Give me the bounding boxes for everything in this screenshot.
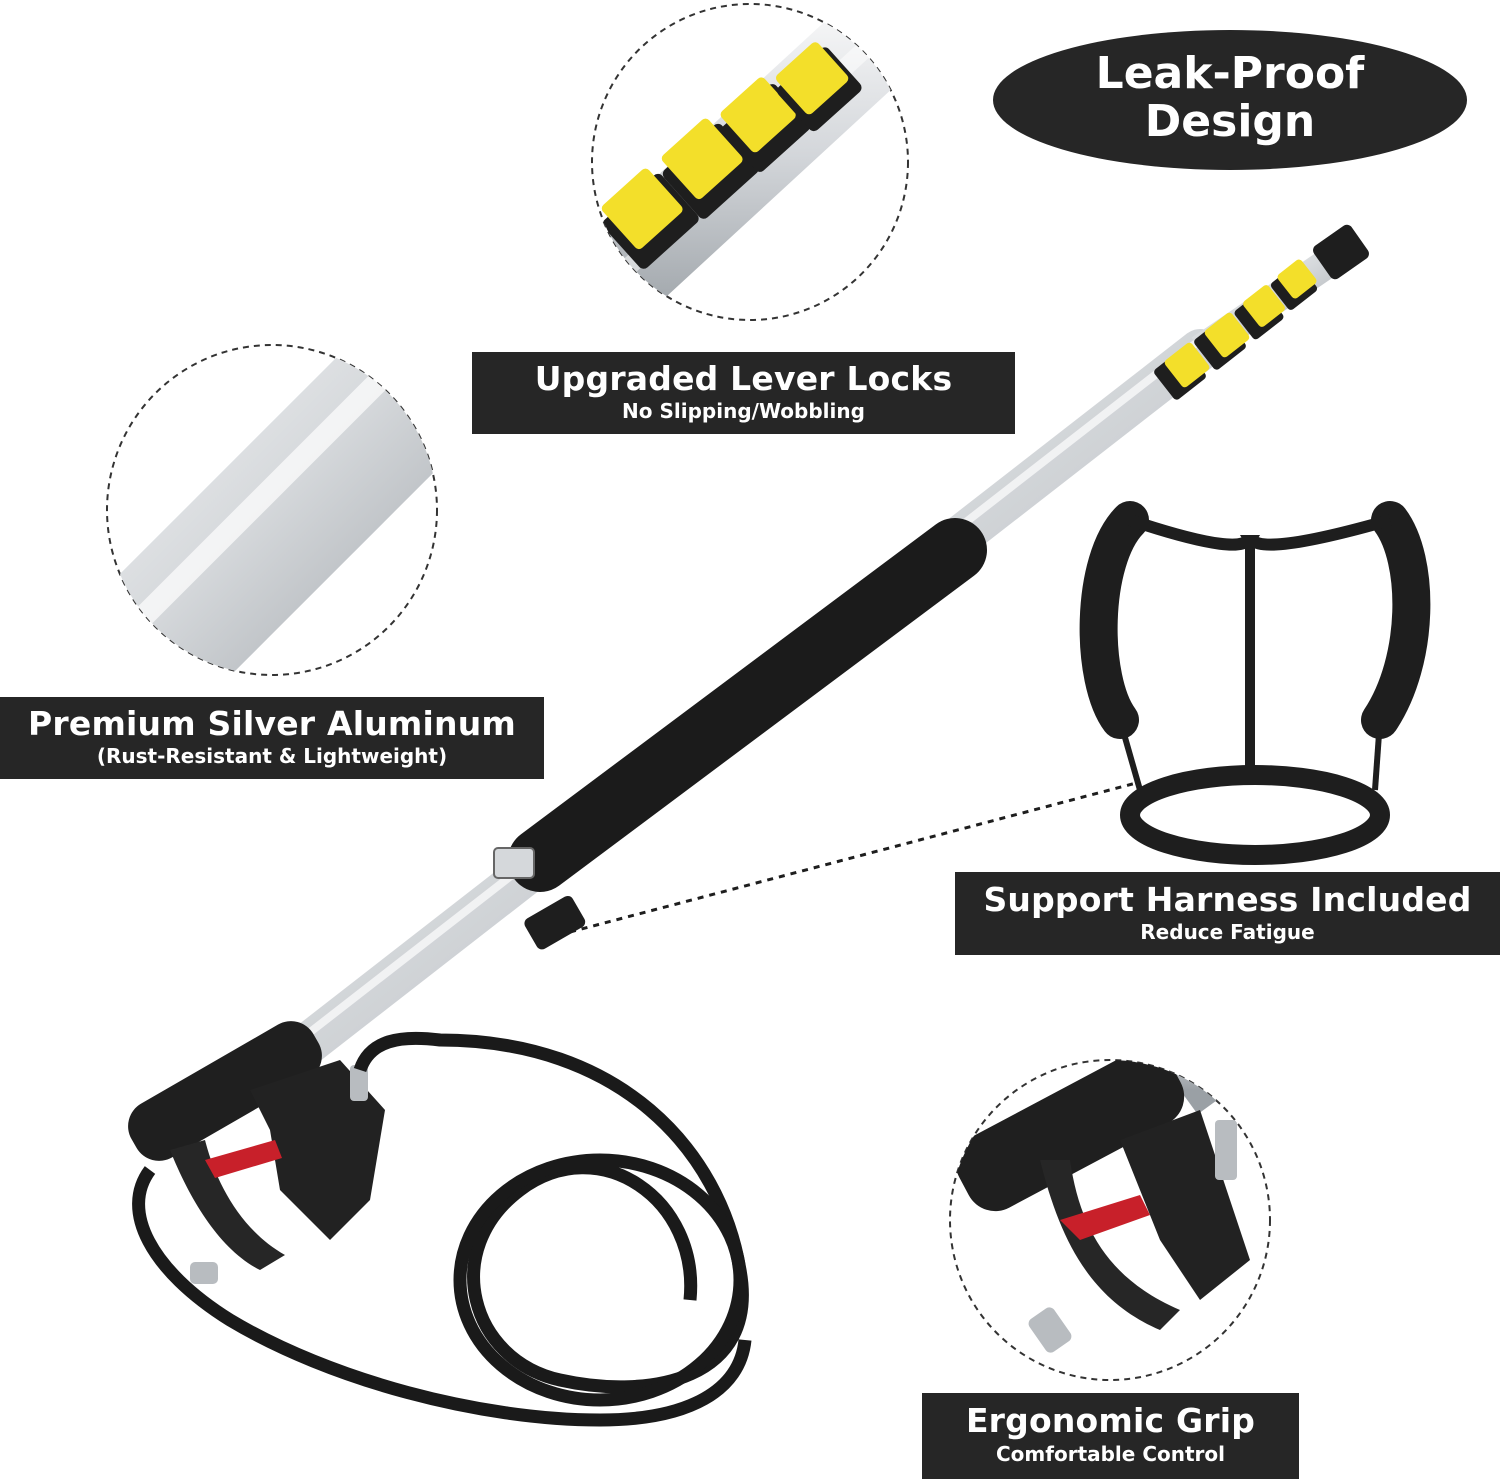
harness-title: Support Harness Included <box>983 880 1472 919</box>
aluminum-title: Premium Silver Aluminum <box>28 704 516 743</box>
wand-lever-locks <box>1154 259 1318 400</box>
lever-locks-subtitle: No Slipping/Wobbling <box>622 399 865 423</box>
harness-callout: Support Harness Included Reduce Fatigue <box>955 872 1500 955</box>
aluminum-callout: Premium Silver Aluminum (Rust-Resistant … <box>0 697 544 779</box>
zoom-circle-grip <box>949 1059 1271 1381</box>
grip-subtitle: Comfortable Control <box>996 1442 1225 1466</box>
telescoping-wand <box>279 224 1369 1071</box>
support-harness <box>1079 501 1431 865</box>
leak-proof-badge: Leak-Proof Design <box>993 30 1467 170</box>
pressure-hose <box>132 1031 752 1427</box>
zoomed-lever-lock-1 <box>601 168 699 269</box>
zoomed-lever-lock-3 <box>720 77 811 172</box>
badge-line-2: Design <box>1144 96 1316 147</box>
lever-locks-callout: Upgraded Lever Locks No Slipping/Wobblin… <box>472 352 1015 434</box>
zoomed-lever-lock-4 <box>775 42 862 132</box>
grip-title: Ergonomic Grip <box>965 1401 1256 1440</box>
zoom-circle-lever-locks <box>591 3 909 321</box>
zoomed-lever-lock-2 <box>661 118 759 219</box>
quick-connect-nozzle <box>1313 224 1369 280</box>
harness-hook <box>524 895 586 950</box>
trigger-gun <box>128 1021 385 1284</box>
badge-line-1: Leak-Proof <box>1095 48 1365 99</box>
harness-clip <box>493 847 535 879</box>
harness-subtitle: Reduce Fatigue <box>1140 920 1315 944</box>
grip-callout: Ergonomic Grip Comfortable Control <box>922 1393 1299 1479</box>
harness-leader-line <box>569 780 1141 934</box>
lever-locks-title: Upgraded Lever Locks <box>534 359 953 398</box>
foam-sleeve <box>508 518 987 892</box>
zoom-circle-aluminum <box>106 344 438 676</box>
aluminum-subtitle: (Rust-Resistant & Lightweight) <box>96 744 448 768</box>
